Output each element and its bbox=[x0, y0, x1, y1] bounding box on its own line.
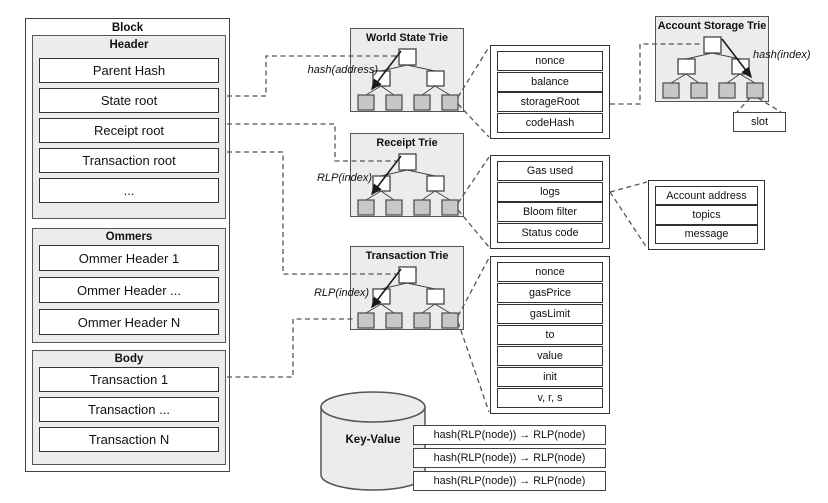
trie-leaf-node bbox=[441, 94, 459, 111]
row-receipt-root: Receipt root bbox=[39, 118, 219, 143]
trie-branch-node bbox=[426, 175, 445, 192]
receipt-fields-list: Gas used logs Bloom filter Status code bbox=[490, 155, 610, 249]
row-header-ellipsis: ... bbox=[39, 178, 219, 203]
trie-branch-node bbox=[677, 58, 696, 75]
log-fields-list: Account address topics message bbox=[648, 180, 765, 250]
connector-tx-leaf-to-tx-list-bottom bbox=[457, 321, 490, 413]
trie-root-node bbox=[398, 48, 417, 66]
trie-root-node bbox=[398, 266, 417, 284]
trie-leaf-node bbox=[357, 199, 375, 216]
world-state-trie-title: World State Trie bbox=[366, 32, 448, 44]
slot-box: slot bbox=[733, 112, 786, 132]
trie-leaf-node bbox=[662, 82, 680, 99]
row-ommer-header-1: Ommer Header 1 bbox=[39, 245, 219, 271]
transaction-trie-tree bbox=[357, 266, 459, 329]
transaction-fields-list: nonce gasPrice gasLimit to value init v,… bbox=[490, 256, 610, 414]
account-storage-trie-panel: Account Storage Trie bbox=[655, 16, 769, 102]
body-title: Body bbox=[114, 353, 144, 365]
world-state-trie-tree bbox=[357, 48, 459, 111]
key-lookup-arrow bbox=[721, 38, 752, 79]
row-transaction-1: Transaction 1 bbox=[39, 367, 219, 392]
kv-mapping-row: hash(RLP(node)) → RLP(node) bbox=[413, 471, 606, 491]
connector-logs-to-log-list-bottom bbox=[609, 191, 648, 249]
trie-branch-node bbox=[426, 288, 445, 305]
field-tx-nonce: nonce bbox=[497, 262, 603, 282]
row-transaction-ellipsis: Transaction ... bbox=[39, 397, 219, 422]
transaction-key-label: RLP(index) bbox=[313, 287, 369, 299]
field-balance: balance bbox=[497, 71, 603, 92]
trie-leaf-node bbox=[357, 312, 375, 329]
connector-logs-to-log-list-top bbox=[609, 181, 648, 193]
trie-leaf-node bbox=[718, 82, 736, 99]
field-bloom-filter: Bloom filter bbox=[497, 202, 603, 223]
row-transaction-root: Transaction root bbox=[39, 148, 219, 173]
header-title: Header bbox=[109, 39, 149, 51]
field-nonce: nonce bbox=[497, 51, 603, 71]
ommers-title: Ommers bbox=[105, 231, 153, 243]
field-status-code: Status code bbox=[497, 222, 603, 243]
trie-leaf-node bbox=[385, 199, 403, 216]
row-parent-hash: Parent Hash bbox=[39, 58, 219, 83]
trie-leaf-node bbox=[413, 94, 431, 111]
field-init: init bbox=[497, 367, 603, 387]
field-value: value bbox=[497, 346, 603, 366]
trie-root-node bbox=[703, 36, 722, 54]
trie-leaf-node bbox=[441, 199, 459, 216]
trie-leaf-node bbox=[413, 199, 431, 216]
block-title: Block bbox=[111, 22, 144, 34]
field-logs: logs bbox=[497, 181, 603, 202]
trie-leaf-node bbox=[690, 82, 708, 99]
field-gasprice: gasPrice bbox=[497, 283, 603, 303]
receipt-trie-title: Receipt Trie bbox=[376, 137, 438, 149]
trie-leaf-node bbox=[441, 312, 459, 329]
field-codehash: codeHash bbox=[497, 112, 603, 133]
account-storage-trie-title: Account Storage Trie bbox=[657, 20, 767, 32]
world-state-key-label: hash(address) bbox=[307, 64, 378, 76]
trie-root-node bbox=[398, 153, 417, 171]
body-section: Body Transaction 1 Transaction ... Trans… bbox=[32, 350, 226, 465]
receipt-trie-tree bbox=[357, 153, 459, 216]
trie-branch-node bbox=[426, 70, 445, 87]
kv-mapping-row: hash(RLP(node)) → RLP(node) bbox=[413, 425, 606, 445]
key-lookup-arrow bbox=[371, 268, 402, 309]
ommers-section: Ommers Ommer Header 1 Ommer Header ... O… bbox=[32, 228, 226, 343]
account-storage-key-label: hash(index) bbox=[753, 49, 811, 61]
kv-mapping-row: hash(RLP(node)) → RLP(node) bbox=[413, 448, 606, 468]
trie-leaf-node bbox=[385, 94, 403, 111]
key-value-label: Key-Value bbox=[345, 434, 401, 446]
row-transaction-n: Transaction N bbox=[39, 427, 219, 452]
row-state-root: State root bbox=[39, 88, 219, 113]
field-gaslimit: gasLimit bbox=[497, 304, 603, 324]
account-storage-trie-tree bbox=[662, 36, 764, 99]
row-ommer-header-ellipsis: Ommer Header ... bbox=[39, 277, 219, 303]
receipt-key-label: RLP(index) bbox=[316, 172, 372, 184]
field-account-address: Account address bbox=[655, 186, 758, 206]
field-to: to bbox=[497, 325, 603, 345]
header-section: Header Parent Hash State root Receipt ro… bbox=[32, 35, 226, 219]
trie-leaf-node bbox=[357, 94, 375, 111]
field-message: message bbox=[655, 224, 758, 244]
trie-leaf-node bbox=[746, 82, 764, 99]
transaction-trie-title: Transaction Trie bbox=[365, 250, 449, 262]
trie-leaf-node bbox=[385, 312, 403, 329]
field-topics: topics bbox=[655, 205, 758, 225]
field-vrs: v, r, s bbox=[497, 388, 603, 408]
connector-transaction1-to-trie-leaf bbox=[227, 318, 356, 378]
field-storageroot: storageRoot bbox=[497, 92, 603, 113]
field-gas-used: Gas used bbox=[497, 161, 603, 181]
row-ommer-header-n: Ommer Header N bbox=[39, 309, 219, 335]
trie-leaf-node bbox=[413, 312, 431, 329]
account-state-list: nonce balance storageRoot codeHash bbox=[490, 45, 610, 139]
